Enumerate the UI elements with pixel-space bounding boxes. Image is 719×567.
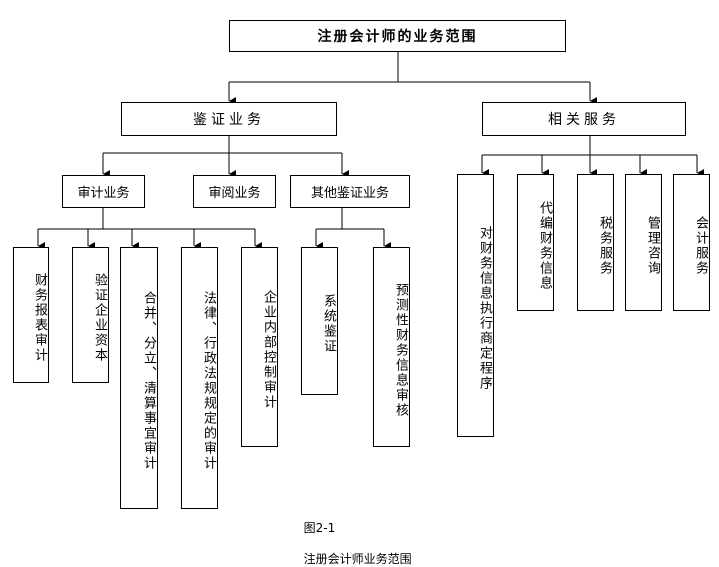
assurance-node: 鉴证业务 [121, 102, 337, 136]
audit-leaf-statutory: 法律、行政法规规定的审计 [181, 247, 218, 509]
related-leaf-management-consulting: 管理咨询 [625, 174, 662, 311]
other-assurance-node: 其他鉴证业务 [290, 175, 410, 208]
audit-leaf-capital-verification: 验证企业资本 [72, 247, 109, 383]
figure-number: 图2-1 [303, 521, 336, 535]
audit-node: 审计业务 [62, 175, 145, 208]
other-leaf-system-assurance: 系统鉴证 [301, 247, 338, 395]
hierarchy-connectors [37, 51, 704, 250]
review-node: 审阅业务 [193, 175, 276, 208]
related-leaf-accounting-services: 会计服务 [673, 174, 710, 311]
related-leaf-agreed-procedures: 对财务信息执行商定程序 [457, 174, 494, 437]
related-leaf-compilation: 代编财务信息 [517, 174, 554, 311]
figure-caption: 图2-1 注册会计师业务范围 [296, 505, 412, 567]
root-node: 注册会计师的业务范围 [229, 20, 566, 52]
audit-leaf-internal-control: 企业内部控制审计 [241, 247, 278, 447]
other-leaf-forecast-review: 预测性财务信息审核 [373, 247, 410, 447]
audit-leaf-financial-statements: 财务报表审计 [13, 247, 49, 383]
related-services-node: 相关服务 [482, 102, 686, 136]
figure-title: 注册会计师业务范围 [303, 552, 412, 566]
audit-leaf-merger-split-liquidation: 合并、分立、清算事宜审计 [120, 247, 158, 509]
related-leaf-tax-services: 税务服务 [577, 174, 614, 311]
